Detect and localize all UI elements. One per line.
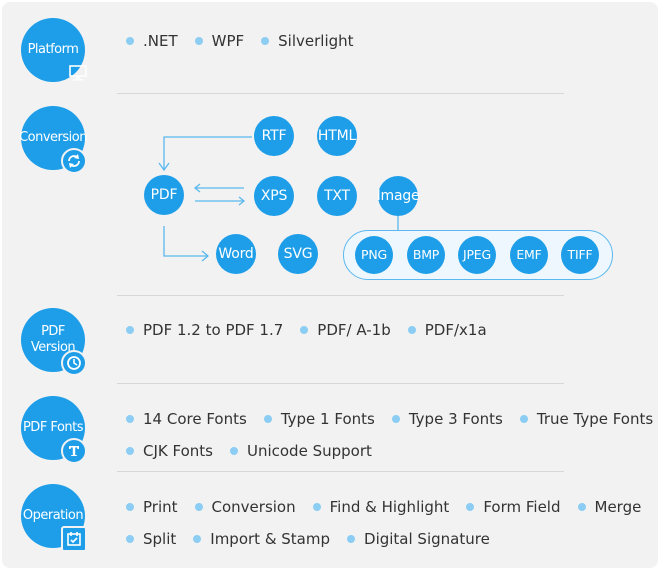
refresh-icon [61,148,87,174]
list-item: Merge [577,498,641,516]
divider [117,93,564,94]
node-txt: TXT [317,176,357,216]
list-item: PDF/x1a [407,321,487,339]
category-operation-label: Operation [22,508,84,523]
list-item: Print [126,498,178,516]
list-item: Find & Highlight [312,498,449,516]
divider [117,471,564,472]
pdf-fonts-list-row1: 14 Core Fonts Type 1 Fonts Type 3 Fonts … [126,410,663,428]
monitor-icon [67,62,89,84]
category-conversion: Conversion [19,106,87,174]
list-item: Unicode Support [229,442,372,460]
node-bmp: BMP [407,236,445,274]
list-item: Form Field [466,498,561,516]
node-rtf: RTF [254,116,294,156]
category-pdf-fonts-label: PDF Fonts [22,420,84,435]
node-svg: SVG [278,234,318,274]
list-item: 14 Core Fonts [126,410,247,428]
node-word: Word [216,234,256,274]
category-conversion-label: Conversion [19,130,87,145]
list-item: Split [126,530,176,548]
checklist-icon [61,526,87,552]
node-image: Image [377,176,420,216]
list-item: .NET [126,32,178,50]
node-html: HTML [317,116,357,156]
list-item: Digital Signature [347,530,490,548]
clock-icon [61,350,87,376]
node-xps: XPS [254,176,294,216]
list-item: PDF/ A-1b [300,321,391,339]
list-item: Type 1 Fonts [263,410,375,428]
operation-list-row1: Print Conversion Find & Highlight Form F… [126,498,658,516]
operation-list-row2: Split Import & Stamp Digital Signature [126,530,507,548]
list-item: Type 3 Fonts [391,410,503,428]
divider [117,295,564,296]
category-pdf-version: PDF Version [21,308,87,376]
divider [117,383,564,384]
category-pdf-fonts: PDF Fonts [21,396,87,464]
category-platform: Platform [21,18,87,82]
list-item: Import & Stamp [193,530,330,548]
node-tiff: TIFF [561,236,599,274]
node-png: PNG [355,236,393,274]
category-pdf-version-label: PDF Version [30,324,76,355]
category-operation: Operation [21,484,87,552]
list-item: CJK Fonts [126,442,213,460]
node-pdf: PDF [144,175,184,215]
node-emf: EMF [510,236,548,274]
list-item: Silverlight [261,32,354,50]
node-jpeg: JPEG [458,236,496,274]
list-item: PDF 1.2 to PDF 1.7 [126,321,283,339]
category-platform-label: Platform [27,42,79,57]
pdf-version-list: PDF 1.2 to PDF 1.7 PDF/ A-1b PDF/x1a [126,321,504,339]
list-item: Conversion [194,498,296,516]
platform-list: .NET WPF Silverlight [126,32,371,50]
pdf-fonts-list-row2: CJK Fonts Unicode Support [126,442,389,460]
list-item: WPF [194,32,244,50]
font-icon [61,438,87,464]
list-item: True Type Fonts [519,410,653,428]
features-panel [2,2,658,568]
